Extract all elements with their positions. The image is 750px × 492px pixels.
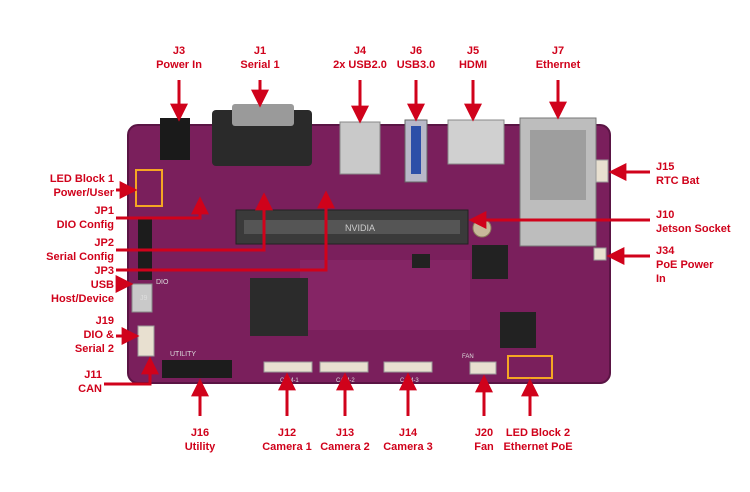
cam1-connector [263, 361, 313, 373]
j9-silk: J9 [140, 295, 148, 302]
usb3-tongue [411, 126, 421, 174]
serial-db9-face [232, 104, 294, 126]
label-jp3: JP3 [94, 265, 114, 277]
socket-silk: NVIDIA [345, 223, 375, 233]
utility-silk: UTILITY [170, 351, 196, 358]
dio-silk: DIO [156, 279, 169, 286]
hdmi-port [447, 119, 505, 165]
usb2-stack [339, 121, 381, 175]
fan-silk: FAN [462, 354, 474, 360]
power-jack [160, 118, 190, 160]
arrow-jp1 [116, 196, 209, 220]
jetson-socket-slot [244, 220, 460, 234]
fan-connector [469, 361, 497, 375]
cam3-silk: CAM-3 [400, 378, 419, 384]
standoff [472, 218, 492, 238]
cam2-connector [319, 361, 369, 373]
utility-header [162, 360, 232, 378]
chip-small-2 [500, 312, 536, 348]
arrow-jp3 [116, 190, 335, 272]
cam1-silk: CAM-1 [280, 378, 299, 384]
chip-small-3 [412, 254, 430, 268]
main-chip [250, 278, 308, 336]
chip-small-1 [472, 245, 508, 279]
arrow-jp2 [116, 192, 273, 252]
rtc-bat-connector [595, 159, 609, 183]
can-connector [137, 325, 155, 357]
usb-port-j9 [131, 283, 153, 313]
arrow-j11 [104, 356, 159, 386]
cam3-connector [383, 361, 433, 373]
pcb-shading [300, 260, 470, 330]
led-block-2 [507, 355, 553, 379]
ethernet-jack-inner [530, 130, 586, 200]
poe-power-connector [593, 247, 607, 261]
